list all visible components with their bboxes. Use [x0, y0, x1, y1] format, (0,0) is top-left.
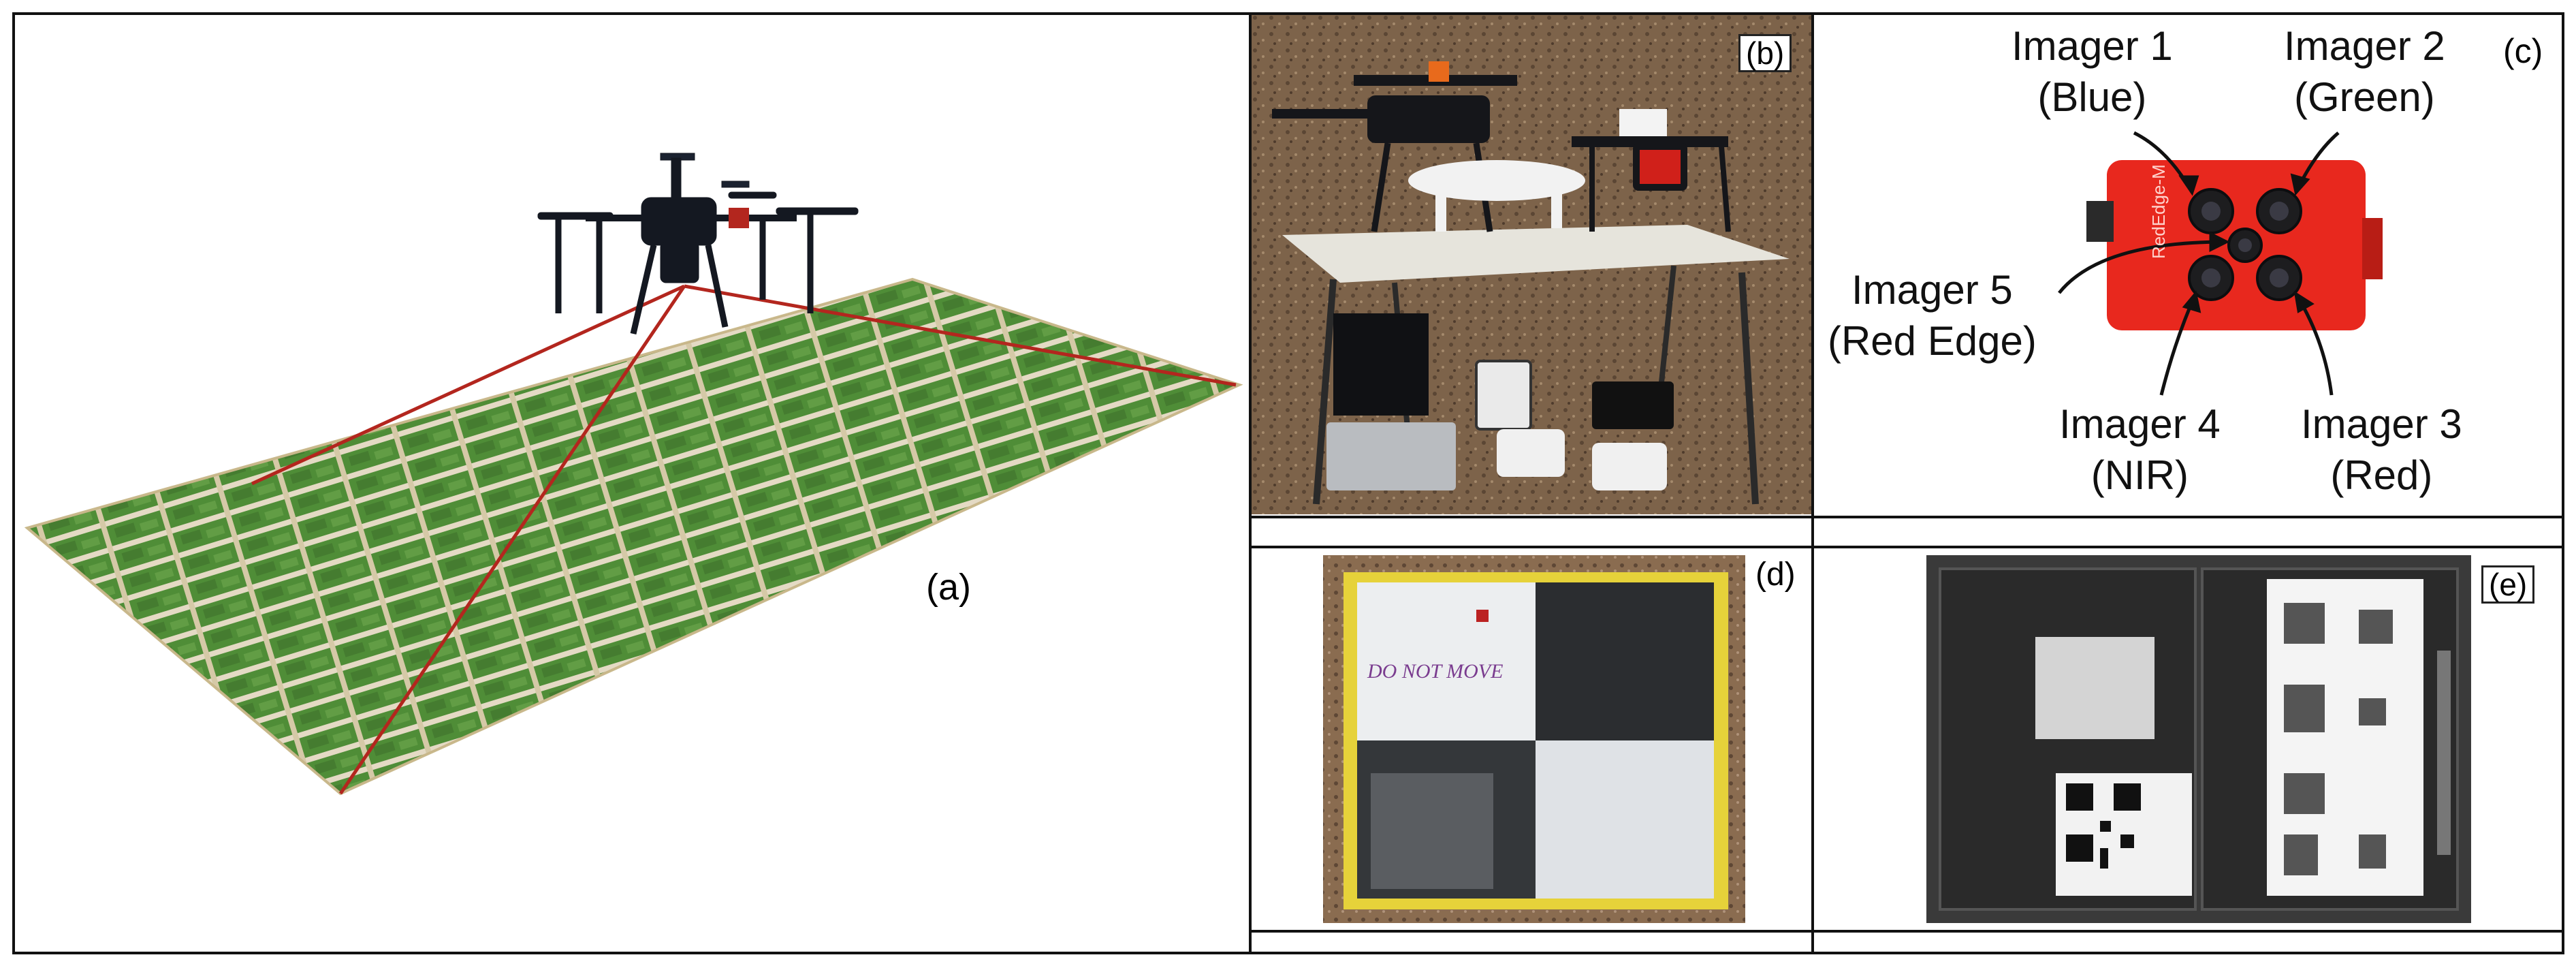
imager-2-band: (Green) — [2294, 74, 2435, 120]
imager-3-name: Imager 3 — [2301, 401, 2462, 447]
imager-1-band: (Blue) — [2037, 74, 2147, 120]
figure-border-bottom — [14, 952, 2564, 954]
drone — [537, 153, 859, 335]
figure-border-top — [14, 12, 2564, 15]
crop-field — [24, 277, 1243, 796]
imager-3-band: (Red) — [2330, 452, 2433, 498]
figure-divider-horizontal-3 — [1249, 930, 2564, 933]
imager-5-band: (Red Edge) — [1828, 318, 2037, 364]
folding-table — [1282, 225, 1790, 283]
figure-divider-horizontal-1 — [1249, 516, 2564, 518]
camera-brand-text: RedEdge-M — [2148, 164, 2169, 259]
figure-divider-vertical-1 — [1249, 12, 1252, 954]
panel-d-calibration-panel: DO NOT MOVE (d) — [1252, 548, 1811, 930]
camera-field-of-view-lines — [251, 284, 1237, 795]
hard-case — [1326, 422, 1456, 490]
drone-field-illustration — [24, 153, 1243, 796]
handwriting-text: DO NOT MOVE — [1367, 660, 1503, 683]
panel-label-c: (c) — [2503, 32, 2543, 70]
equipment-photo — [1252, 14, 1811, 514]
panel-label-b: (b) — [1738, 34, 1792, 72]
imager-4-name: Imager 4 — [2059, 401, 2221, 447]
imager-2-label: Imager 2 (Green) — [2284, 20, 2445, 123]
imager-1-label: Imager 1 (Blue) — [2011, 20, 2173, 123]
panel-a-drone-field: (a) — [14, 14, 1250, 954]
imager-4-label: Imager 4 (NIR) — [2059, 399, 2221, 501]
white-quadcopter — [1408, 160, 1585, 232]
panel-label-a: (a) — [926, 567, 971, 608]
imager-1-name: Imager 1 — [2011, 23, 2173, 69]
figure-border-right — [2562, 12, 2564, 954]
panel-e-calibration-card: (e) — [1814, 548, 2562, 930]
imager-5-name: Imager 5 — [1851, 267, 2013, 313]
imager-5-label: Imager 5 (Red Edge) — [1828, 264, 2037, 366]
imager-2-name: Imager 2 — [2284, 23, 2445, 69]
hexacopter — [1272, 61, 1517, 232]
panel-label-d: (d) — [1755, 557, 1796, 593]
panel-c-camera: RedEdge-M (c) Imager 1 (Blue) Imager 2 (… — [1814, 14, 2562, 514]
imager-3-label: Imager 3 (Red) — [2301, 399, 2462, 501]
panel-b-equipment-photo: (b) — [1252, 14, 1811, 514]
quadcopter-with-sensor — [1572, 109, 1731, 232]
qr-code — [2066, 783, 2141, 869]
panel-label-e: (e) — [2481, 565, 2535, 604]
figure-border-left — [12, 12, 15, 954]
multispectral-camera: RedEdge-M — [2058, 131, 2383, 396]
calibration-panel-photo: DO NOT MOVE — [1323, 555, 1745, 923]
figure-divider-vertical-2 — [1811, 12, 1814, 954]
imager-4-band: (NIR) — [2090, 452, 2189, 498]
calibration-card-photo — [1926, 555, 2471, 923]
figure-divider-horizontal-2 — [1249, 546, 2564, 548]
